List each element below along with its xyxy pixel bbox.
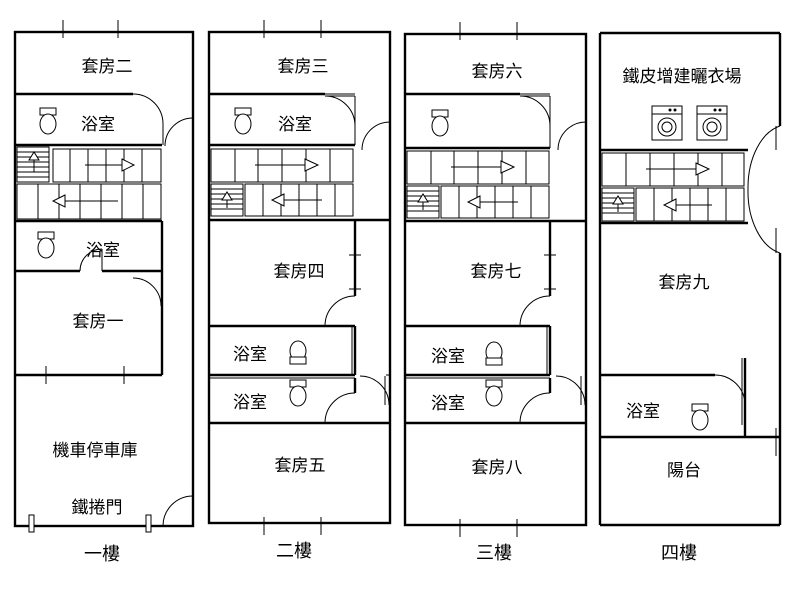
bath-label: 浴室 <box>431 347 465 367</box>
toilet-icon <box>431 109 449 137</box>
floor-label: 四樓 <box>661 543 697 564</box>
stairs-floor-3 <box>406 150 550 219</box>
room-suite-1-label: 套房一 <box>73 312 124 332</box>
floor-1-plan: 套房二 浴室 浴室 套房一 機車停車庫 鐵捲門 一樓 <box>13 20 195 565</box>
room-suite-7-label: 套房七 <box>471 262 522 282</box>
room-suite-3-label: 套房三 <box>278 57 329 77</box>
room-suite-6-label: 套房六 <box>472 62 523 82</box>
toilet-icon <box>485 379 503 407</box>
bath-label: 浴室 <box>233 345 267 365</box>
floor-4-plan: 鐵皮增建曬衣場 套房九 浴室 陽台 四樓 <box>598 31 782 564</box>
toilet-icon <box>39 107 57 135</box>
stairs-floor-2 <box>210 148 354 217</box>
toilet-icon <box>234 107 252 135</box>
washer-icon <box>696 105 728 141</box>
toilet-icon <box>289 379 307 407</box>
bath-label: 浴室 <box>86 241 120 261</box>
garage-label: 機車停車庫 <box>53 441 138 461</box>
room-suite-5-label: 套房五 <box>275 456 326 476</box>
floor-label: 三樓 <box>476 543 512 564</box>
bath-label: 浴室 <box>626 402 660 422</box>
toilet-icon <box>289 340 307 365</box>
bath-label: 浴室 <box>278 115 312 135</box>
bath-label: 浴室 <box>431 394 465 414</box>
toilet-icon <box>485 341 503 366</box>
room-suite-2-label: 套房二 <box>82 57 133 77</box>
room-suite-9-label: 套房九 <box>659 273 710 293</box>
balcony-label: 陽台 <box>667 461 701 481</box>
washer-icon <box>651 105 683 141</box>
stairs-floor-4 <box>601 152 745 222</box>
floor-label: 一樓 <box>84 544 120 565</box>
bath-label: 浴室 <box>233 393 267 413</box>
room-suite-4-label: 套房四 <box>274 262 325 282</box>
toilet-icon <box>37 231 55 259</box>
laundry-area-label: 鐵皮增建曬衣場 <box>623 67 742 87</box>
floor-2-plan: 套房三 浴室 套房四 浴室 浴室 套房五 二樓 <box>207 20 392 562</box>
room-suite-8-label: 套房八 <box>472 458 523 478</box>
stairs-floor-1 <box>16 146 162 220</box>
bath-label: 浴室 <box>81 115 115 135</box>
toilet-icon <box>691 403 709 431</box>
floor-label: 二樓 <box>276 541 312 562</box>
floor-3-plan: 套房六 套房七 浴室 浴室 套房八 三樓 <box>403 22 588 564</box>
gate-label: 鐵捲門 <box>72 498 123 518</box>
